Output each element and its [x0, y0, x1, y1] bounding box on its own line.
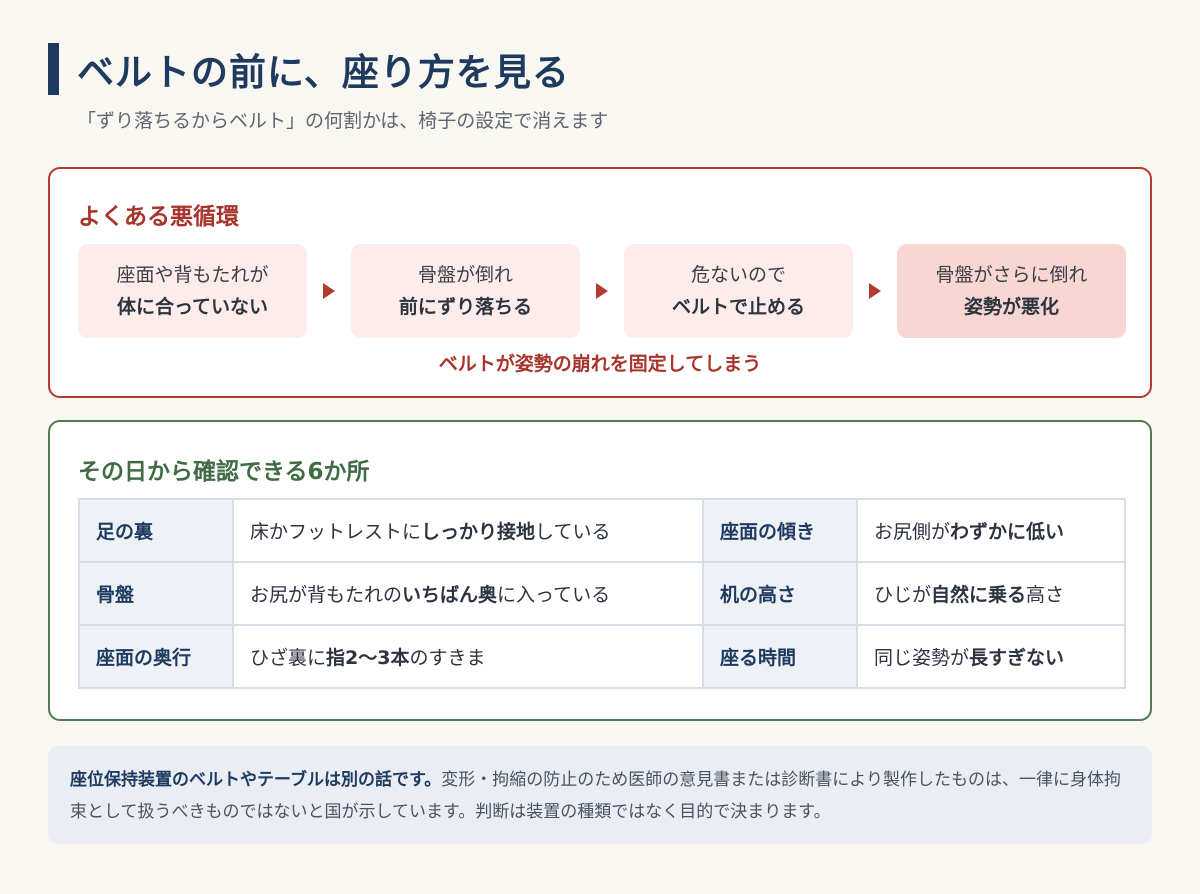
check-value: 床かフットレストにしっかり接地している	[232, 498, 704, 563]
check-value-pre: ひざ裏に	[250, 647, 327, 669]
arrow-right-icon	[853, 283, 897, 299]
cycle-note: ベルトが姿勢の崩れを固定してしまう	[438, 353, 762, 375]
check-value: 同じ姿勢が長すぎない	[856, 624, 1126, 689]
check-value-emphasis: しっかり接地	[421, 521, 536, 543]
check-value: ひじが自然に乗る高さ	[856, 561, 1126, 626]
cycle-title: よくある悪循環	[78, 204, 239, 230]
check-value-emphasis: 指2〜3本	[326, 647, 410, 669]
checklist-title: その日から確認できる6か所	[78, 459, 370, 485]
checklist-table: 足の裏 床かフットレストにしっかり接地している 座面の傾き お尻側がわずかに低い…	[78, 498, 1126, 689]
check-value-pre: 床かフットレストに	[250, 521, 422, 543]
check-value-emphasis: わずかに低い	[950, 521, 1065, 543]
arrow-right-icon	[580, 283, 624, 299]
cycle-step-1-line1: 座面や背もたれが	[116, 264, 269, 286]
title-accent-bar	[48, 43, 59, 95]
vicious-cycle-panel: よくある悪循環 座面や背もたれが 体に合っていない 骨盤が倒れ 前にずり落ちる …	[48, 167, 1152, 398]
check-value-pre: 同じ姿勢が	[874, 647, 970, 669]
table-row: 足の裏 床かフットレストにしっかり接地している 座面の傾き お尻側がわずかに低い	[78, 498, 1126, 563]
arrow-right-icon	[307, 283, 351, 299]
check-value-pre: ひじが	[874, 584, 932, 606]
check-value-post: に入っている	[497, 584, 611, 606]
cycle-steps: 座面や背もたれが 体に合っていない 骨盤が倒れ 前にずり落ちる 危ないので ベル…	[78, 244, 1126, 338]
cycle-step-1-line2: 体に合っていない	[116, 296, 269, 318]
cycle-step-4-line1: 骨盤がさらに倒れ	[935, 264, 1088, 286]
page-title: ベルトの前に、座り方を見る	[77, 51, 570, 94]
table-row: 骨盤 お尻が背もたれのいちばん奥に入っている 机の高さ ひじが自然に乗る高さ	[78, 561, 1126, 626]
cycle-step-4-line2: 姿勢が悪化	[963, 296, 1059, 318]
cycle-step-1: 座面や背もたれが 体に合っていない	[78, 244, 307, 338]
check-value: お尻が背もたれのいちばん奥に入っている	[232, 561, 704, 626]
cycle-step-2-line2: 前にずり落ちる	[398, 296, 533, 318]
check-key: 足の裏	[78, 498, 234, 563]
cycle-step-3-line1: 危ないので	[690, 264, 786, 286]
check-value-post: のすきま	[409, 647, 486, 669]
table-row: 座面の奥行 ひざ裏に指2〜3本のすきま 座る時間 同じ姿勢が長すぎない	[78, 624, 1126, 689]
check-value: お尻側がわずかに低い	[856, 498, 1126, 563]
check-value-post: している	[535, 521, 611, 543]
cycle-step-2: 骨盤が倒れ 前にずり落ちる	[351, 244, 580, 338]
cycle-step-2-line1: 骨盤が倒れ	[417, 264, 513, 286]
check-key: 座面の傾き	[702, 498, 858, 563]
footer-text: 座位保持装置のベルトやテーブルは別の話です。変形・拘縮の防止のため医師の意見書ま…	[70, 764, 1130, 828]
check-value-post: 高さ	[1026, 584, 1065, 606]
check-value: ひざ裏に指2〜3本のすきま	[232, 624, 704, 689]
check-key: 骨盤	[78, 561, 234, 626]
footer-body: 変形・拘縮の防止のため医師の意見書または診断書により製作したものは、一律に身体拘…	[70, 770, 1121, 822]
header: ベルトの前に、座り方を見る 「ずり落ちるからベルト」の何割かは、椅子の設定で消え…	[48, 40, 1152, 133]
footer-lead: 座位保持装置のベルトやテーブルは別の話です。	[70, 770, 442, 790]
check-value-emphasis: 長すぎない	[969, 647, 1065, 669]
cycle-step-4: 骨盤がさらに倒れ 姿勢が悪化	[897, 244, 1126, 338]
check-key: 机の高さ	[702, 561, 858, 626]
title-row: ベルトの前に、座り方を見る	[48, 40, 1152, 98]
check-key: 座る時間	[702, 624, 858, 689]
check-value-pre: お尻側が	[874, 521, 951, 543]
check-value-emphasis: いちばん奥	[402, 584, 498, 606]
cycle-step-3-line2: ベルトで止める	[671, 296, 805, 318]
check-key: 座面の奥行	[78, 624, 234, 689]
check-value-emphasis: 自然に乗る	[931, 584, 1027, 606]
footer-note: 座位保持装置のベルトやテーブルは別の話です。変形・拘縮の防止のため医師の意見書ま…	[48, 746, 1152, 844]
cycle-step-3: 危ないので ベルトで止める	[624, 244, 853, 338]
checklist-panel: その日から確認できる6か所 足の裏 床かフットレストにしっかり接地している 座面…	[48, 420, 1152, 721]
page-subtitle: 「ずり落ちるからベルト」の何割かは、椅子の設定で消えます	[77, 110, 609, 132]
check-value-pre: お尻が背もたれの	[250, 584, 403, 606]
